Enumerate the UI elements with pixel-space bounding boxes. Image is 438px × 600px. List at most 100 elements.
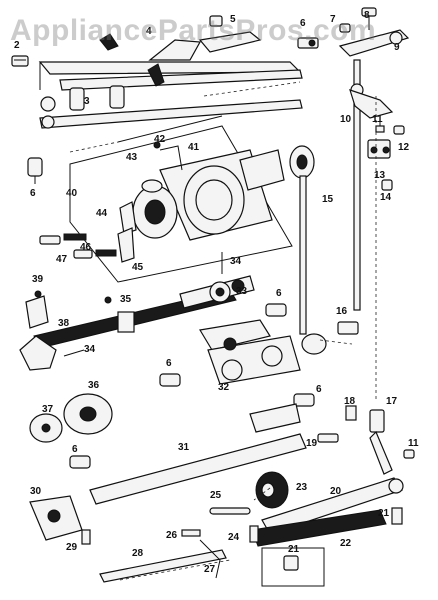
rod-part-28 [99, 539, 227, 583]
feed-dog-part-30 [29, 495, 83, 541]
ring-part-43 [141, 179, 163, 193]
label-40: 40 [66, 188, 78, 199]
callout-labels: 2 3 4 5 6 7 8 9 10 11 12 13 14 6 40 41 4… [14, 10, 419, 575]
oil-cap-part-6-top [297, 37, 319, 49]
label-29: 29 [66, 542, 78, 553]
label-25: 25 [210, 490, 222, 501]
label-41: 41 [188, 142, 200, 153]
label-44: 44 [96, 208, 108, 219]
label-32: 32 [218, 382, 230, 393]
label-3: 3 [84, 96, 90, 107]
oil-cap-part-6-right [265, 303, 287, 317]
label-11-top: 11 [372, 114, 383, 125]
leader-lines [69, 81, 377, 501]
label-30: 30 [30, 486, 42, 497]
label-6-right: 6 [276, 288, 282, 299]
label-33: 33 [236, 286, 248, 297]
label-35: 35 [120, 294, 132, 305]
collar-part-35 [104, 296, 135, 333]
bobbin-case-part-36 [63, 393, 113, 435]
screw-part-18 [345, 405, 357, 421]
label-46: 46 [80, 242, 92, 253]
feed-bracket-part-32 [199, 319, 301, 385]
screw-part-29 [81, 529, 91, 545]
hook-assembly-box [69, 115, 293, 283]
spring-part-46 [63, 233, 117, 257]
label-6-bottom: 6 [72, 444, 78, 455]
spring-part-27 [119, 559, 231, 581]
label-8: 8 [364, 10, 370, 21]
label-6-lower: 6 [316, 384, 322, 395]
label-31: 31 [178, 442, 190, 453]
screw-part-2 [11, 55, 29, 67]
upper-shaft-part-3 [38, 31, 303, 129]
label-16: 16 [336, 306, 348, 317]
screw-part-16 [337, 321, 359, 335]
oil-cap-part-6-mid [159, 373, 181, 387]
bracket-part-13 [367, 139, 391, 159]
label-34-bottom: 34 [84, 344, 96, 355]
screw-part-8 [361, 7, 377, 30]
label-6-top: 6 [300, 18, 306, 29]
screw-part-47 [39, 235, 93, 259]
retainer-part-39 [25, 290, 49, 329]
label-4: 4 [146, 26, 152, 37]
latch-part-45 [117, 227, 135, 263]
parts-box-21-22 [261, 547, 325, 587]
oil-cap-part-6-left [27, 157, 43, 184]
hook-part-38 [19, 335, 57, 371]
label-17: 17 [386, 396, 398, 407]
screw-part-7 [339, 23, 351, 33]
bobbin-part-37 [29, 413, 63, 443]
screw-part-14 [381, 179, 393, 191]
pin-part-26 [181, 529, 201, 537]
label-23: 23 [296, 482, 308, 493]
label-22: 22 [340, 538, 352, 549]
oil-cap-part-6-lower [293, 393, 315, 407]
label-13: 13 [374, 170, 386, 181]
needle-bar-part-10 [349, 59, 394, 311]
label-45: 45 [132, 262, 144, 273]
label-9: 9 [394, 42, 400, 53]
pin-part-25 [209, 507, 251, 515]
label-15: 15 [322, 194, 334, 205]
screw-part-42 [153, 141, 161, 149]
label-6-left: 6 [30, 188, 36, 199]
screw-part-21-right [391, 507, 403, 525]
label-42: 42 [154, 134, 166, 145]
latch-part-44 [119, 201, 137, 235]
label-24: 24 [228, 532, 240, 543]
label-47: 47 [56, 254, 68, 265]
label-34-top: 34 [230, 256, 242, 267]
hook-body-part-40 [132, 149, 285, 241]
spring-part-41 [159, 145, 183, 171]
label-12: 12 [398, 142, 410, 153]
label-21-left: 21 [288, 544, 300, 555]
oil-cap-part-6-bottom [69, 455, 91, 469]
screw-part-24 [249, 525, 259, 543]
label-14: 14 [380, 192, 392, 203]
link-rod-part-15 [289, 145, 327, 355]
label-11-bottom: 11 [408, 438, 419, 449]
label-43: 43 [126, 152, 138, 163]
label-18: 18 [344, 396, 356, 407]
screw-part-5 [209, 15, 223, 27]
pin-part-34-bottom [63, 349, 85, 357]
label-5: 5 [230, 14, 236, 25]
label-27: 27 [204, 564, 216, 575]
label-20: 20 [330, 486, 342, 497]
lever-part-9 [338, 29, 410, 57]
label-39: 39 [32, 274, 44, 285]
feed-shaft-part-31 [89, 403, 307, 505]
label-7: 7 [330, 14, 336, 25]
label-21-right: 21 [378, 508, 390, 519]
label-6-mid: 6 [166, 358, 172, 369]
label-19: 19 [306, 438, 318, 449]
screw-part-19 [317, 433, 339, 443]
label-37: 37 [42, 404, 54, 415]
screw-part-21-left [283, 555, 299, 571]
screw-part-11-bottom [403, 449, 415, 459]
shaft-gear-part-33 [209, 281, 231, 303]
label-2: 2 [14, 40, 20, 51]
